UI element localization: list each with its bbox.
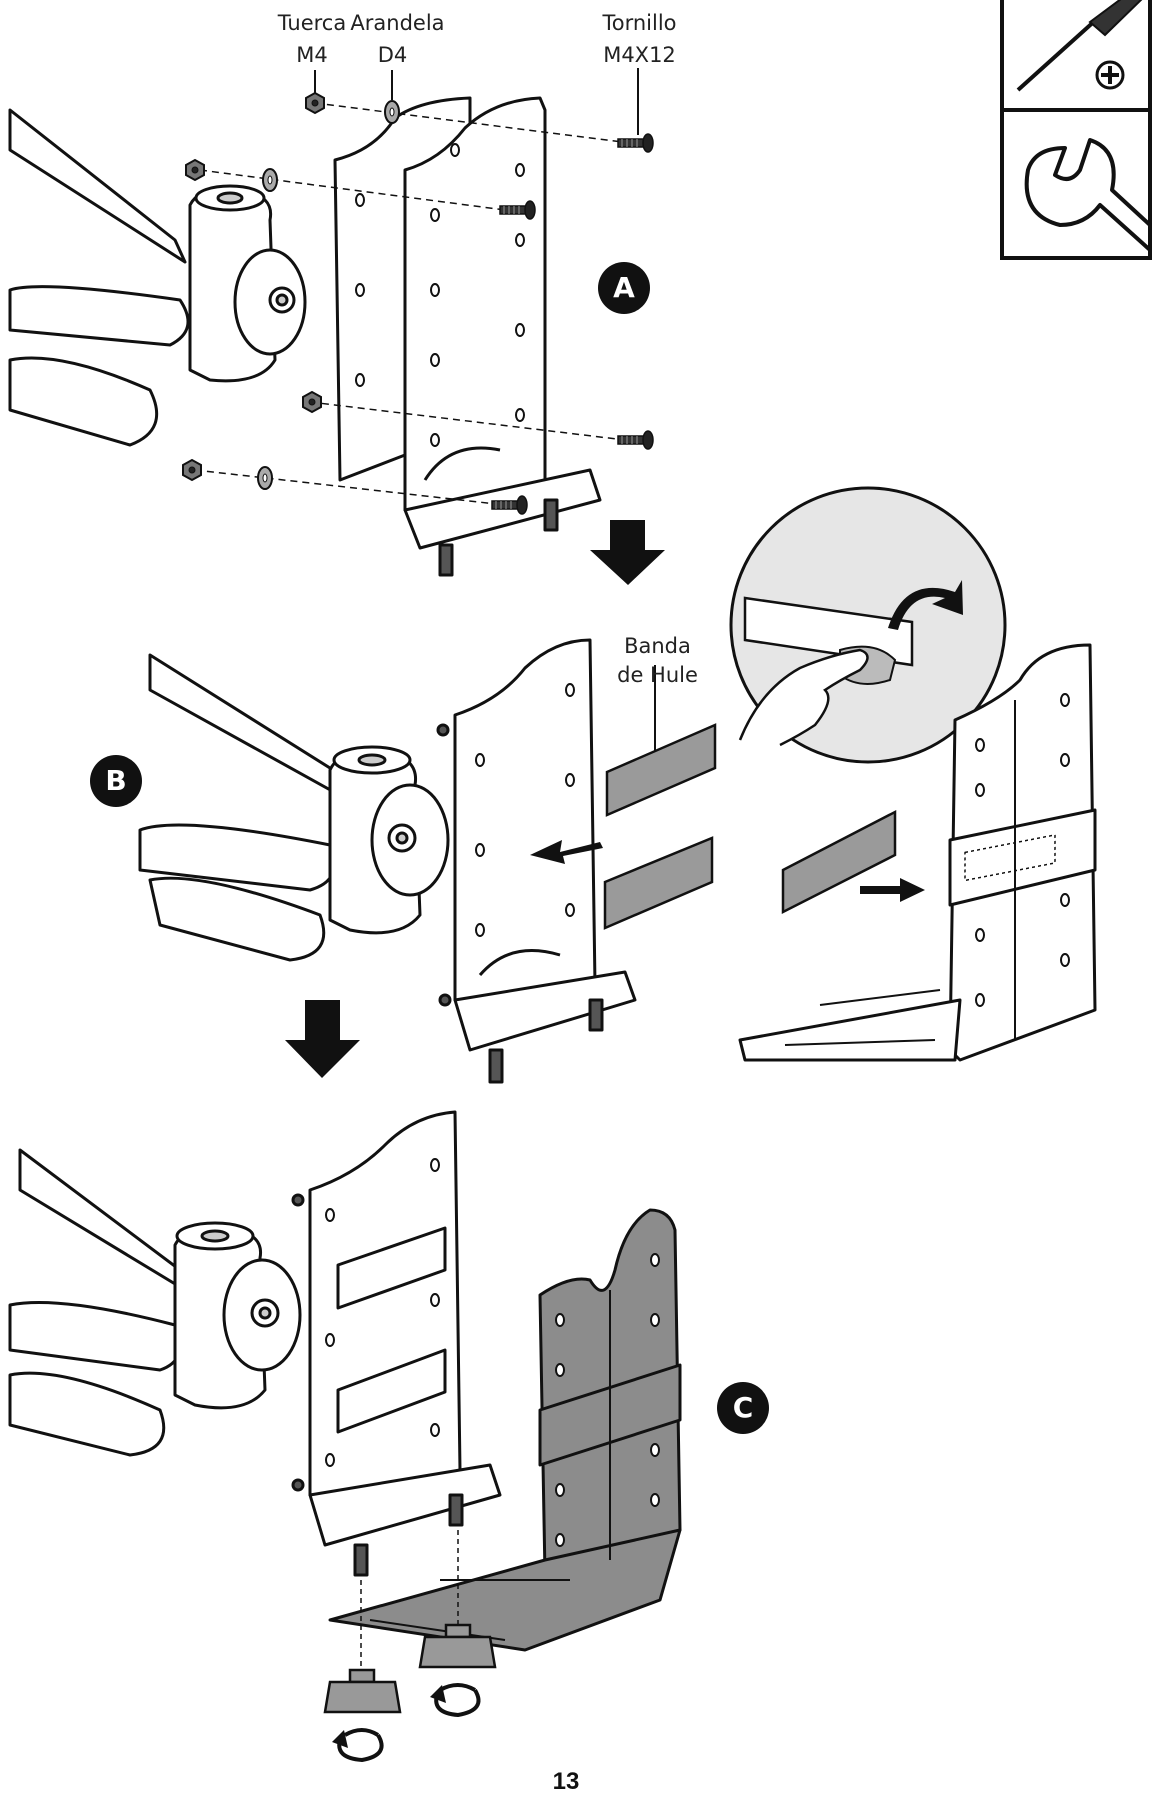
step-b-badge: B	[90, 755, 142, 807]
step-c-illustration	[8, 1110, 682, 1763]
vesa-plate-b	[436, 638, 637, 1084]
step-c-badge: C	[717, 1382, 769, 1434]
washer-icon	[384, 100, 400, 124]
m4-label: M4	[296, 43, 328, 67]
rotate-arrow-icon	[337, 1683, 481, 1763]
phillips-screwdriver-icon	[1016, 0, 1143, 92]
banda-label-line2: de Hule	[617, 663, 698, 687]
pc-bracket-c	[328, 1208, 682, 1652]
m4x12-label: M4X12	[603, 43, 676, 67]
step-b-illustration	[138, 486, 1097, 1084]
rubber-strips	[603, 723, 897, 930]
peel-inset	[729, 486, 1007, 764]
arrow-down-2	[285, 1000, 360, 1078]
arrow-left	[530, 840, 603, 864]
arrow-right	[860, 878, 925, 902]
nut-icon	[305, 92, 325, 114]
pc-bracket-b	[738, 643, 1097, 1062]
arrow-down-1	[590, 520, 665, 585]
arandela-label: Arandela	[350, 11, 445, 35]
hardware-set-a	[182, 68, 654, 515]
thumb-nut-left	[323, 1668, 402, 1714]
step-a-badge: A	[598, 262, 650, 314]
tornillo-label: Tornillo	[602, 11, 677, 35]
monitor-arm-c	[8, 1148, 302, 1457]
step-a-illustration	[8, 68, 654, 577]
banda-label-line1: Banda	[624, 634, 691, 658]
vesa-plate-front	[354, 96, 602, 577]
screw-icon	[617, 133, 654, 153]
d4-label: D4	[377, 43, 408, 67]
wrench-icon	[1024, 138, 1152, 252]
tuerca-label: Tuerca	[277, 11, 347, 35]
tools-box	[1000, 0, 1152, 260]
vesa-plate-c	[291, 1110, 502, 1577]
page-number: 13	[552, 1768, 580, 1795]
thumb-nut-right	[418, 1623, 497, 1669]
monitor-arm-b	[138, 653, 450, 962]
monitor-arm-a	[8, 108, 307, 447]
